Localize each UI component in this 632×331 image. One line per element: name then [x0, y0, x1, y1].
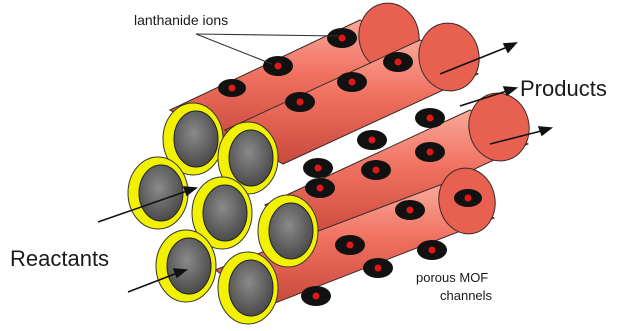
- ion-site: [335, 235, 365, 255]
- ion-site: [303, 158, 333, 178]
- lanthanide-ions-label: lanthanide ions: [134, 12, 228, 28]
- ion-site: [395, 200, 425, 220]
- ion-site: [263, 56, 293, 76]
- ion-site: [415, 142, 445, 162]
- ion-site: [383, 52, 413, 72]
- reactants-label: Reactants: [10, 246, 109, 271]
- ion-site: [363, 258, 393, 278]
- ion-site: [327, 28, 357, 48]
- ion-site: [361, 160, 391, 180]
- ion-site: [218, 79, 246, 97]
- ion-site: [285, 92, 315, 112]
- ion-site: [301, 286, 331, 306]
- channel-face: [258, 195, 318, 267]
- channel-face: [218, 252, 278, 324]
- channel-face: [156, 230, 216, 302]
- porous-mof-label: porous MOF: [416, 270, 488, 285]
- ion-site: [415, 108, 445, 128]
- ion-site: [305, 178, 335, 198]
- products-label: Products: [520, 76, 607, 101]
- ion-site: [454, 189, 482, 207]
- ion-site: [357, 130, 387, 150]
- ion-site: [337, 72, 367, 92]
- ion-site: [417, 240, 447, 260]
- channels-label: channels: [440, 288, 493, 303]
